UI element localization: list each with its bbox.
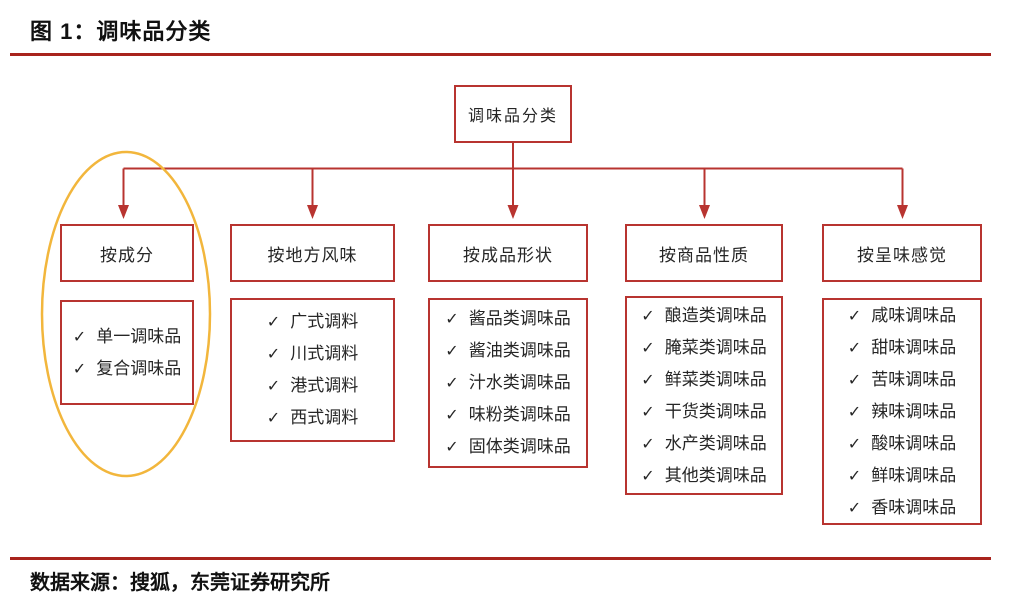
item-label: 川式调料 — [290, 344, 359, 364]
category-header: 按成品形状 — [428, 224, 588, 282]
arrowhead-icon-1 — [118, 205, 129, 219]
list-item: ✓ 复合调味品 — [73, 353, 181, 385]
list-item: ✓ 苦味调味品 — [848, 364, 956, 396]
item-label: 酱油类调味品 — [468, 341, 571, 361]
list-item: ✓ 酸味调味品 — [848, 428, 956, 460]
item-label: 酸味调味品 — [871, 433, 957, 454]
item-label: 复合调味品 — [96, 358, 182, 379]
check-icon: ✓ — [847, 433, 862, 453]
check-icon: ✓ — [641, 401, 655, 421]
check-icon: ✓ — [266, 344, 281, 363]
item-label: 甜味调味品 — [871, 337, 957, 358]
category-header: 按成分 — [60, 224, 194, 282]
arrowhead-icon-3 — [507, 205, 519, 219]
item-label: 固体类调味品 — [468, 437, 571, 457]
item-label: 酱品类调味品 — [468, 309, 571, 329]
category-items: ✓ 酿造类调味品 ✓ 腌菜类调味品 ✓ 鲜菜类调味品 ✓ 干货类调味品 ✓ 水产类调味品 ✓ 其他类调… — [641, 300, 766, 492]
category-header: 按呈味感觉 — [822, 224, 982, 282]
check-icon: ✓ — [72, 358, 87, 378]
check-icon: ✓ — [445, 437, 459, 456]
check-icon: ✓ — [641, 305, 655, 325]
check-icon: ✓ — [266, 408, 281, 427]
list-item: ✓ 腌菜类调味品 — [641, 332, 766, 364]
item-label: 辣味调味品 — [871, 401, 957, 422]
check-icon: ✓ — [641, 369, 655, 389]
check-icon: ✓ — [266, 312, 281, 331]
category-list: ✓ 酿造类调味品 ✓ 腌菜类调味品 ✓ 鲜菜类调味品 ✓ 干货类调味品 ✓ 水产类调味品 ✓ 其他类调… — [625, 296, 783, 495]
list-item: ✓ 味粉类调味品 — [445, 399, 570, 431]
list-item: ✓ 酿造类调味品 — [641, 300, 766, 332]
arrowhead-icon-2 — [307, 205, 318, 219]
footer-rule — [10, 557, 991, 560]
list-item: ✓ 鲜菜类调味品 — [641, 364, 766, 396]
list-item: ✓ 辣味调味品 — [848, 396, 956, 428]
item-label: 汁水类调味品 — [468, 373, 571, 393]
check-icon: ✓ — [445, 373, 459, 392]
item-label: 味粉类调味品 — [468, 405, 571, 425]
figure-title: 图 1：调味品分类 — [30, 19, 212, 44]
check-icon: ✓ — [641, 465, 655, 485]
list-item: ✓ 汁水类调味品 — [445, 367, 570, 399]
check-icon: ✓ — [445, 341, 459, 360]
category-list: ✓ 酱品类调味品 ✓ 酱油类调味品 ✓ 汁水类调味品 ✓ 味粉类调味品 ✓ 固体类调味品 — [428, 298, 588, 468]
list-item: ✓ 鲜味调味品 — [848, 460, 956, 492]
check-icon: ✓ — [641, 433, 655, 453]
category-header: 按地方风味 — [230, 224, 395, 282]
list-item: ✓ 川式调料 — [267, 338, 358, 370]
check-icon: ✓ — [445, 309, 459, 328]
check-icon: ✓ — [445, 405, 459, 424]
check-icon: ✓ — [641, 337, 655, 357]
root-node: 调味品分类 — [454, 85, 572, 143]
item-label: 腌菜类调味品 — [664, 337, 767, 358]
item-label: 其他类调味品 — [664, 465, 767, 486]
category-list: ✓ 咸味调味品 ✓ 甜味调味品 ✓ 苦味调味品 ✓ 辣味调味品 ✓ 酸味调味品 ✓ 鲜味调味品 ✓ 香味调… — [822, 298, 982, 525]
list-item: ✓ 港式调料 — [267, 370, 358, 402]
list-item: ✓ 固体类调味品 — [445, 431, 570, 463]
item-label: 酿造类调味品 — [664, 305, 767, 326]
category-list: ✓ 单一调味品 ✓ 复合调味品 — [60, 300, 194, 405]
item-label: 苦味调味品 — [871, 369, 957, 390]
list-item: ✓ 水产类调味品 — [641, 428, 766, 460]
list-item: ✓ 酱油类调味品 — [445, 335, 570, 367]
list-item: ✓ 酱品类调味品 — [445, 303, 570, 335]
title-rule — [10, 53, 991, 56]
data-source: 数据来源：搜狐，东莞证券研究所 — [30, 572, 330, 594]
item-label: 鲜菜类调味品 — [664, 369, 767, 390]
item-label: 鲜味调味品 — [871, 465, 957, 486]
item-label: 单一调味品 — [96, 326, 182, 347]
list-item: ✓ 西式调料 — [267, 402, 358, 434]
list-item: ✓ 其他类调味品 — [641, 460, 766, 492]
item-label: 咸味调味品 — [871, 305, 957, 326]
arrowhead-icon-5 — [897, 205, 908, 219]
check-icon: ✓ — [266, 376, 281, 395]
item-label: 干货类调味品 — [664, 401, 767, 422]
category-items: ✓ 咸味调味品 ✓ 甜味调味品 ✓ 苦味调味品 ✓ 辣味调味品 ✓ 酸味调味品 ✓ 鲜味调味品 ✓ 香味调… — [848, 300, 956, 524]
list-item: ✓ 单一调味品 — [73, 321, 181, 353]
category-items: ✓ 单一调味品 ✓ 复合调味品 — [73, 321, 181, 385]
check-icon: ✓ — [847, 401, 862, 421]
category-header: 按商品性质 — [625, 224, 783, 282]
check-icon: ✓ — [847, 369, 862, 389]
item-label: 港式调料 — [290, 376, 359, 396]
item-label: 西式调料 — [290, 408, 359, 428]
item-label: 水产类调味品 — [664, 433, 767, 454]
list-item: ✓ 干货类调味品 — [641, 396, 766, 428]
check-icon: ✓ — [847, 337, 862, 357]
check-icon: ✓ — [847, 497, 862, 517]
check-icon: ✓ — [847, 305, 862, 325]
list-item: ✓ 甜味调味品 — [848, 332, 956, 364]
category-items: ✓ 广式调料 ✓ 川式调料 ✓ 港式调料 ✓ 西式调料 — [267, 306, 358, 434]
check-icon: ✓ — [847, 465, 862, 485]
item-label: 香味调味品 — [871, 497, 957, 518]
list-item: ✓ 广式调料 — [267, 306, 358, 338]
arrowhead-icon-4 — [699, 205, 710, 219]
list-item: ✓ 咸味调味品 — [848, 300, 956, 332]
category-list: ✓ 广式调料 ✓ 川式调料 ✓ 港式调料 ✓ 西式调料 — [230, 298, 395, 442]
item-label: 广式调料 — [290, 312, 359, 332]
category-items: ✓ 酱品类调味品 ✓ 酱油类调味品 ✓ 汁水类调味品 ✓ 味粉类调味品 ✓ 固体类调味品 — [445, 303, 570, 463]
check-icon: ✓ — [72, 326, 87, 346]
list-item: ✓ 香味调味品 — [848, 492, 956, 524]
